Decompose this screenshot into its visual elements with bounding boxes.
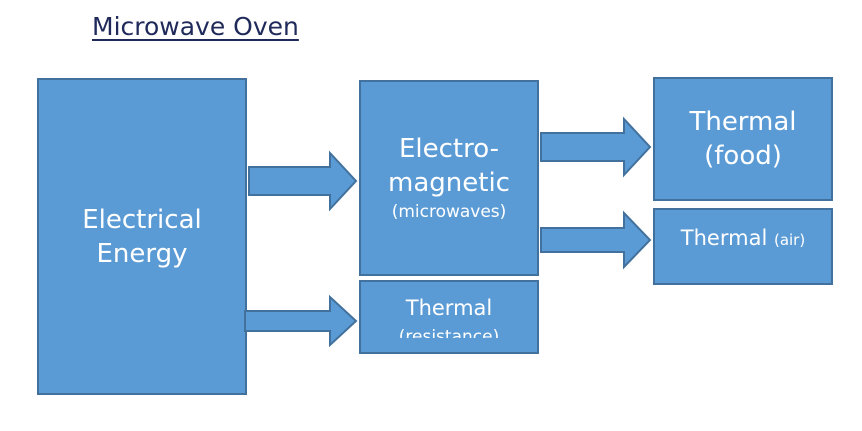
box-thermal-food: Thermal (food) [653,77,833,201]
arrow-electrical-to-electromagnetic [248,150,358,212]
diagram-title: Microwave Oven [92,12,299,41]
arrow-electromagnetic-to-thermal-air [540,210,652,270]
box-thermal-air-sub: (air) [773,231,806,249]
arrow-electromagnetic-to-thermal-food [540,116,652,178]
box-thermal-resistance: Thermal (resistance) [359,280,539,354]
box-thermal-resistance-line1: Thermal [405,296,493,320]
box-electromagnetic: Electro- magnetic (microwaves) [359,80,539,276]
box-thermal-resistance-line2: (resistance) [398,327,500,338]
box-thermal-air-main: Thermal [680,226,768,250]
box-electrical-line2: Energy [96,238,188,269]
box-thermal-food-line1: Thermal [689,107,797,137]
box-electrical-energy: Electrical Energy [37,78,247,395]
box-thermal-food-line2: (food) [704,141,782,171]
box-electromagnetic-line2: magnetic [388,168,510,198]
box-thermal-air-label: Thermal (air) [681,224,805,254]
box-electrical-line1: Electrical [82,204,202,235]
box-electromagnetic-line3: (microwaves) [391,202,507,222]
box-thermal-air: Thermal (air) [653,208,833,285]
box-electromagnetic-line1: Electro- [398,134,500,164]
arrow-electrical-to-thermal-resistance [244,294,358,348]
